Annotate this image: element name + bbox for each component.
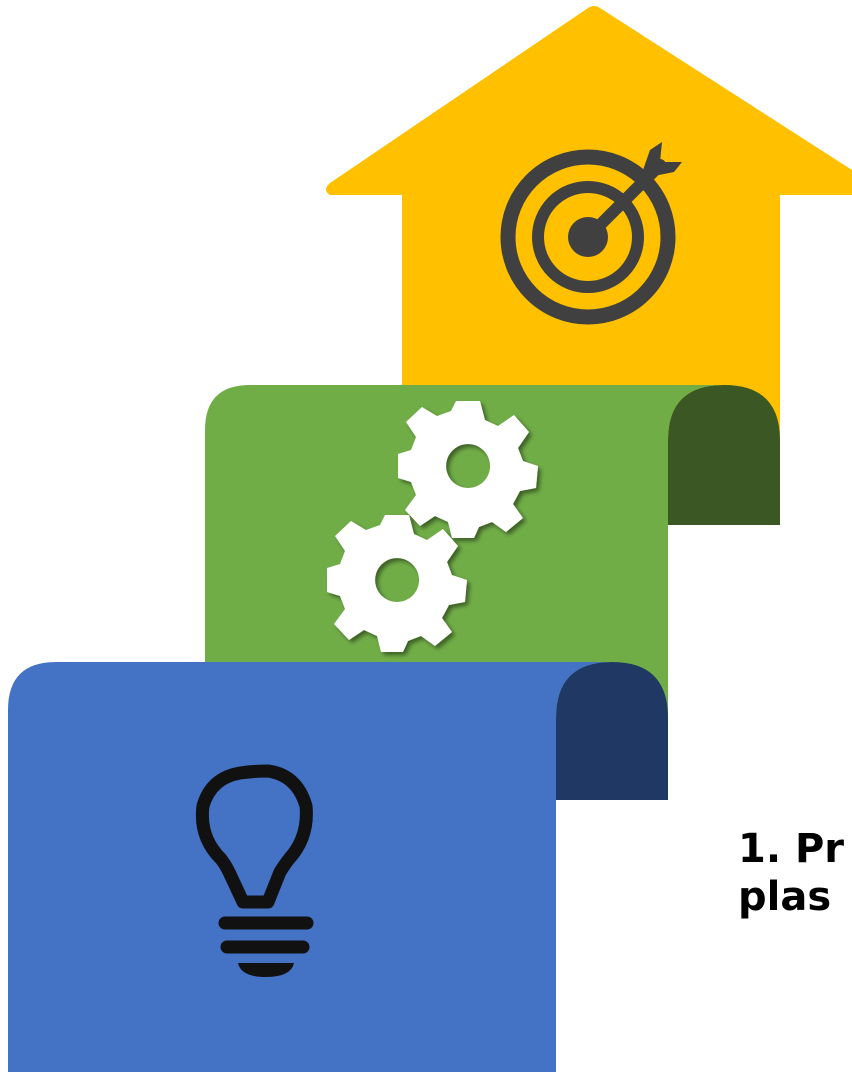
target-arrow-icon <box>500 142 682 325</box>
lightbulb-icon <box>195 764 314 977</box>
step-text-line-2: plas <box>738 874 832 920</box>
gears-icon <box>327 401 538 652</box>
step-text-line-1: 1. Pr <box>738 826 844 872</box>
idea-step-shape <box>8 662 612 1072</box>
idea-step <box>8 662 668 1072</box>
idea-step-fold <box>556 662 668 800</box>
process-step-fold <box>668 385 780 525</box>
step-text: 1. Pr plas <box>738 825 852 921</box>
